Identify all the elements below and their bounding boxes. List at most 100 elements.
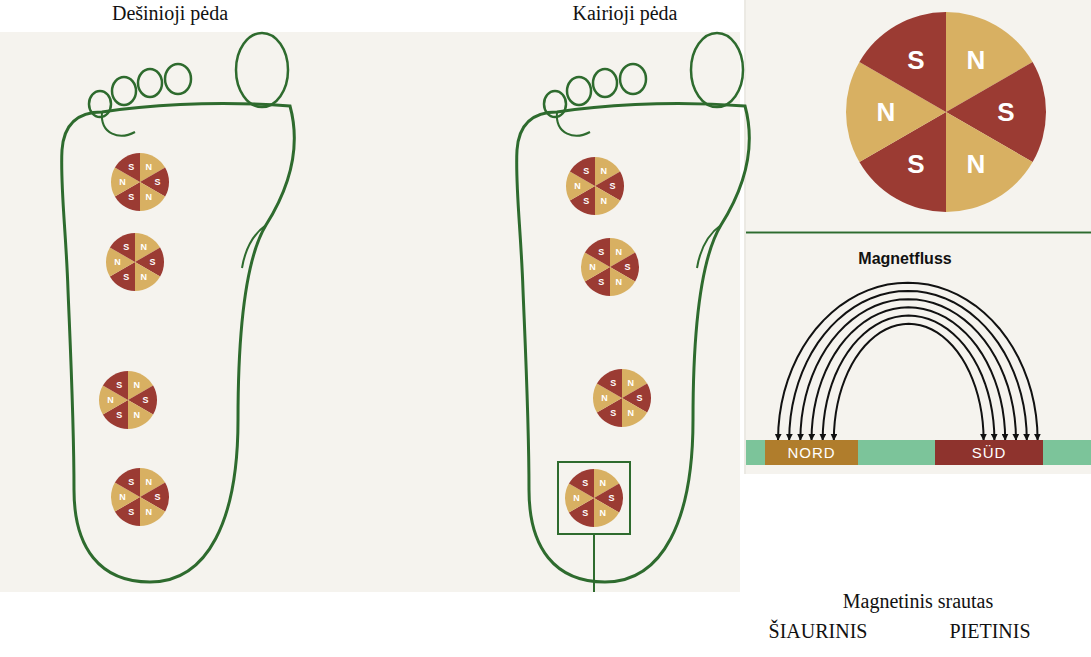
pole-letter: N (114, 258, 121, 267)
pole-letter: N (133, 380, 140, 389)
leader-line (593, 534, 595, 592)
pole-sector (569, 469, 594, 498)
flux-line (823, 316, 995, 440)
foot-heading: Dešinioji pėda (40, 2, 300, 25)
pole-letter: N (119, 178, 126, 187)
pole-letter: S (123, 242, 129, 251)
pole-sector (859, 12, 946, 112)
magnet-disc: SNNSSN (565, 469, 623, 527)
flux-line (834, 324, 984, 440)
pole-sector (597, 369, 622, 398)
magnet-disc: SNNSSN (99, 371, 157, 429)
flux-line (778, 283, 1038, 440)
pole-sector (140, 182, 165, 211)
pole-letter: N (967, 151, 986, 177)
foot-outline: Dešinioji pėdaSNNSSNSNNSSNSNNSSNSNNSSN (40, 0, 300, 592)
caption-text: ŠIAURINIS (769, 620, 868, 643)
toe-outline (691, 33, 743, 107)
pole-letter: S (154, 178, 160, 187)
toe-outline (593, 69, 617, 97)
pole-letter: S (598, 278, 604, 287)
magnet-disc: SNNSSN (566, 157, 624, 215)
pole-letter: N (574, 182, 581, 191)
pole-sector (110, 233, 135, 262)
pole-letter: N (601, 394, 608, 403)
flux-line (789, 291, 1027, 440)
magnet-disc: SNNSSN (106, 233, 164, 291)
pole-letter: S (128, 477, 134, 486)
pole-letter: N (627, 409, 634, 418)
magnet-disc: SNNSSN (581, 238, 639, 296)
pole-letter: N (615, 247, 622, 256)
foot-outline: Kairioji pėdaSNNSSNSNNSSNSNNSSNSNNSSN (495, 0, 755, 592)
flux-line (812, 307, 1006, 440)
foot-drawing (40, 0, 300, 592)
panel-ground (746, 0, 1091, 231)
pole-sector (115, 468, 140, 497)
pole-sector (594, 498, 619, 527)
toe-outline (165, 64, 191, 94)
pole-sector (570, 157, 595, 186)
caption-text: Magnetinis srautas (843, 590, 994, 613)
sole-outline (62, 104, 295, 582)
magnet-disc: SNNSSN (111, 153, 169, 211)
pole-letter: S (128, 162, 134, 171)
pole-letter: N (599, 478, 606, 487)
pole-letter: S (582, 478, 588, 487)
pole-letter: S (608, 494, 614, 503)
foot-drawing (495, 0, 755, 592)
magnet-disc: SNNSSN (111, 468, 169, 526)
toe-outline (567, 77, 591, 105)
toe-outline (138, 69, 162, 97)
panel-ground (746, 234, 1091, 474)
pole-sector (140, 497, 165, 526)
pole-letter: N (967, 47, 986, 73)
disc-sectors (846, 12, 1046, 212)
flux-line (800, 299, 1016, 440)
pole-letter: N (140, 242, 147, 251)
pole-letter: N (145, 508, 152, 517)
pole-letter: S (624, 263, 630, 272)
toe-outline (544, 91, 566, 117)
pole-letter: N (615, 278, 622, 287)
pole-letter: S (116, 411, 122, 420)
pole-letter: S (582, 509, 588, 518)
pole-sector (128, 400, 153, 429)
sole-crease (557, 112, 590, 136)
pole-letter: S (149, 258, 155, 267)
arch-crease (697, 225, 721, 268)
pole-letter: N (600, 166, 607, 175)
toe-outline (112, 77, 136, 105)
pole-sector (946, 112, 1033, 212)
pole-letter: N (145, 193, 152, 202)
toe-outline (620, 64, 646, 94)
pole-letter: S (142, 396, 148, 405)
pole-letter: N (877, 99, 896, 125)
pole-name: SÜD (935, 440, 1043, 465)
pole-letter: S (598, 247, 604, 256)
pole-letter: N (145, 162, 152, 171)
magnet-base-band (746, 440, 1091, 465)
highlight-frame (558, 462, 630, 534)
pole-sector (610, 267, 635, 296)
sole-outline (517, 104, 750, 582)
pole-letter: S (609, 182, 615, 191)
pole-sector (115, 153, 140, 182)
pole-letter: S (997, 99, 1014, 125)
pole-sector (622, 398, 647, 427)
pole-letter: N (133, 411, 140, 420)
foot-heading: Kairioji pėda (495, 2, 755, 25)
magnet-pole-box: NORD (765, 440, 858, 465)
pole-letter: N (627, 378, 634, 387)
pole-letter: N (600, 197, 607, 206)
pole-letter: S (610, 409, 616, 418)
pole-sector (585, 238, 610, 267)
pole-letter: S (907, 47, 924, 73)
pole-letter: N (599, 509, 606, 518)
panel-divider (746, 232, 1091, 234)
pole-letter: S (583, 166, 589, 175)
caption-text: PIETINIS (949, 620, 1030, 643)
pole-letter: S (907, 151, 924, 177)
sole-crease (102, 112, 135, 136)
